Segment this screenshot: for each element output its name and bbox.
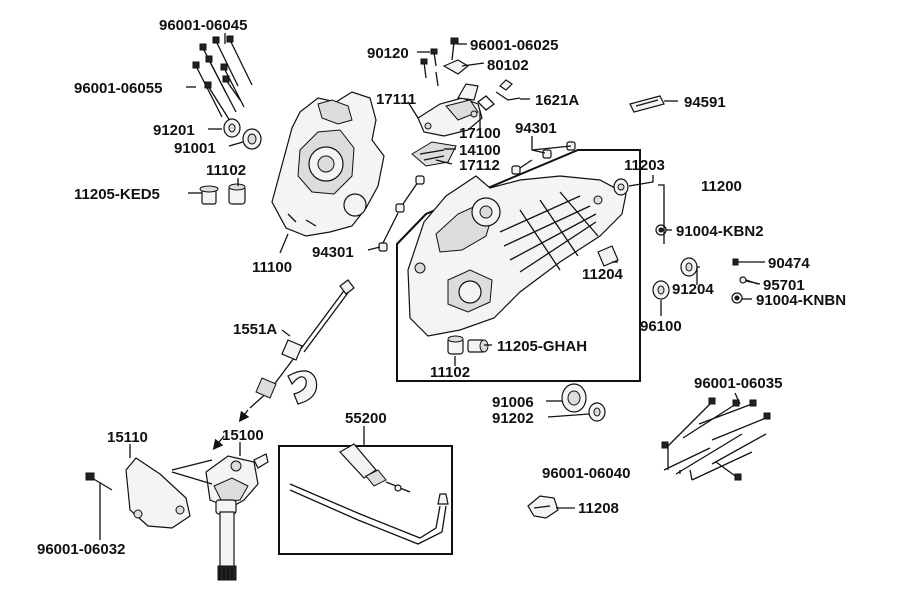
bushing-11102-right [447,335,464,355]
label-17112: 17112 [459,157,500,174]
label-95701: 95701 [763,277,805,294]
label-11200: 11200 [701,178,742,195]
label-11102-right: 11102 [430,364,470,381]
label-90474: 90474 [768,255,810,272]
label-15100: 15100 [222,427,264,444]
label-11208: 11208 [578,500,619,517]
label-14100: 14100 [459,142,501,159]
left-crankcase-half [271,91,385,237]
label-96001-06032: 96001-06032 [37,541,125,558]
label-11204: 11204 [582,266,624,283]
label-1551A: 1551A [233,321,277,338]
dowel-94301-right [511,141,576,175]
bearing-91001 [242,128,262,150]
right-crankcase-half [407,175,627,337]
bearing-96100 [652,280,670,300]
intake-manifold-17100 [417,83,483,137]
reed-valve-14100 [411,141,457,167]
label-91001: 91001 [174,140,216,157]
label-90120: 90120 [367,45,409,62]
group-box-55200 [278,445,453,555]
label-91004-KNBN: 91004-KNBN [756,292,846,309]
seal-91202 [588,402,606,422]
bolt-set-96001-06045 [192,35,253,125]
label-11205-GHAH: 11205-GHAH [497,338,587,355]
clamp-1621A [477,79,521,111]
pin-94591 [629,95,665,113]
label-96001-06055: 96001-06055 [74,80,162,97]
label-11205-KED5: 11205-KED5 [74,186,160,203]
label-11102-left: 11102 [206,162,246,179]
pin-90474 [732,258,758,266]
part-labels: 96001-06045 96001-06055 91201 91001 1110… [37,17,846,558]
bearing-91204 [680,257,698,277]
label-94301-left: 94301 [312,244,354,261]
label-15110: 15110 [107,429,148,446]
label-96001-06040: 96001-06040 [542,465,630,482]
label-17100: 17100 [459,125,501,142]
label-17111: 17111 [376,91,416,108]
bearing-91006 [561,383,587,413]
label-11100: 11100 [252,259,292,276]
label-91201: 91201 [153,122,195,139]
bolt-96001-06025 [450,37,459,61]
bushing-11102-left [228,183,246,205]
label-91204: 91204 [672,281,714,298]
oil-pump-bracket-15110 [125,457,191,529]
label-94301-right: 94301 [515,120,557,137]
label-94591: 94591 [684,94,726,111]
label-96100: 96100 [640,318,682,335]
pin-11205-KED5 [199,185,219,205]
oil-seal-91201 [223,118,241,138]
bolt-set-96001-06035 [661,397,771,481]
label-1621A: 1621A [535,92,579,109]
leader-lines [99,33,765,540]
label-96001-06035: 96001-06035 [694,375,782,392]
oil-pump-cable-1551A [249,279,355,409]
label-91006: 91006 [492,394,534,411]
oil-line-55200 [289,443,449,545]
bolts-90120 [420,48,439,87]
pin-11205-GHAH [467,339,489,353]
pin-11204 [597,245,619,267]
group-box-11200 [396,149,641,382]
label-55200: 55200 [345,410,387,427]
bushing-11203 [613,178,629,196]
bolt-96001-06032 [85,472,113,491]
clip-11208 [527,495,559,519]
bracket-80102 [442,59,470,75]
seal-91004-KNBN [731,292,743,304]
oil-pump-15100 [205,453,269,581]
label-96001-06025: 96001-06025 [470,37,558,54]
label-80102: 80102 [487,57,529,74]
label-91202: 91202 [492,410,534,427]
label-96001-06045: 96001-06045 [159,17,247,34]
dowel-94301-left [378,175,425,252]
oil-hose [287,370,318,405]
label-91004-KBN2: 91004-KBN2 [676,223,764,240]
label-11203: 11203 [624,157,665,174]
